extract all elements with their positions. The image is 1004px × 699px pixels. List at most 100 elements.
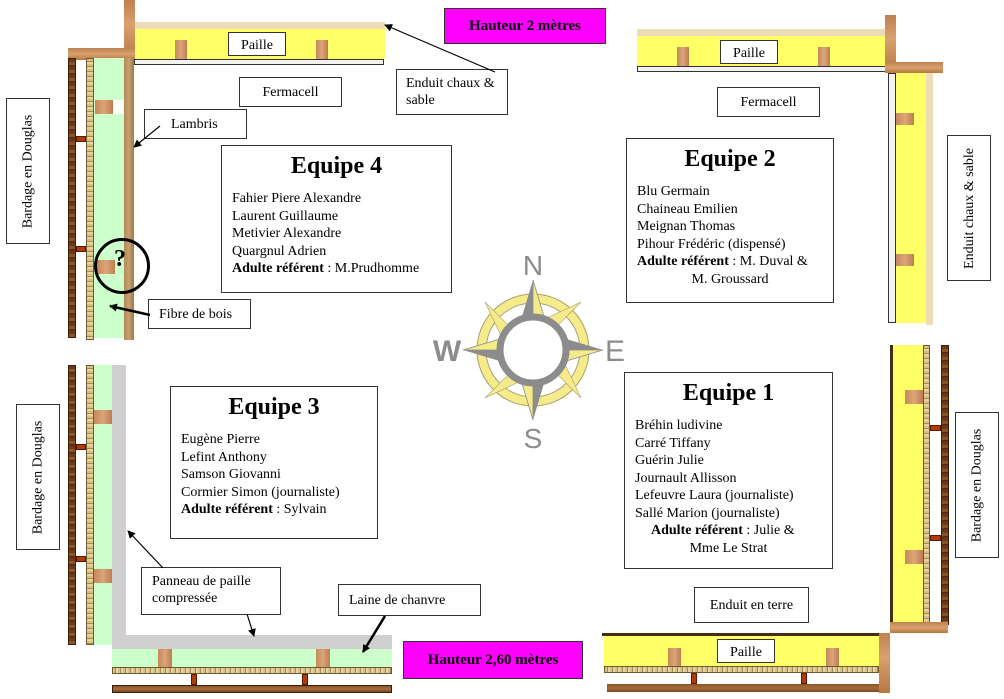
corner-beam — [68, 48, 135, 60]
team-member: Bréhin ludivine — [635, 418, 723, 433]
referent-name: : M.Prudhomme — [323, 261, 420, 276]
team-title: Equipe 2 — [684, 146, 776, 172]
label-lambris: Lambris — [144, 109, 247, 139]
team-member: Guérin Julie — [635, 453, 704, 468]
team-member: Pihour Frédéric (dispensé) — [637, 236, 786, 252]
team-member: Laurent Guillaume — [232, 208, 339, 224]
gap — [113, 100, 124, 114]
batten — [302, 674, 308, 685]
team-referent-cont: M. Groussard — [691, 271, 769, 287]
label-bardage-right: Bardage en Douglas — [955, 412, 999, 558]
plaster-layer — [637, 29, 885, 36]
earth-plaster-layer — [890, 345, 893, 625]
compass-north: N — [523, 250, 543, 281]
label-fermacell-right: Fermacell — [717, 87, 820, 117]
batten — [76, 246, 86, 252]
team-member: Chaineau Emilien — [637, 201, 738, 217]
team-member: Lefeuvre Laura (journaliste) — [635, 488, 794, 503]
corner-beam — [890, 622, 948, 633]
batten — [76, 136, 86, 142]
batten — [76, 444, 86, 450]
team-member: Eugène Pierre — [181, 432, 260, 447]
stud — [826, 648, 839, 666]
lambris-layer — [124, 58, 134, 340]
referent-label: Adulte référent — [651, 523, 743, 538]
stud — [95, 100, 113, 114]
team-member: Meignan Thomas — [637, 219, 736, 234]
compass-west: W — [433, 335, 462, 368]
referent-name: : M. Duval & — [728, 254, 808, 269]
team-member: Cormier Simon (journaliste) — [181, 484, 340, 500]
team-member: Blu Germain — [637, 184, 710, 199]
question-circle — [94, 238, 150, 294]
corner-post — [885, 15, 896, 73]
douglas-cladding — [68, 365, 76, 645]
label-paille: Paille — [717, 639, 775, 663]
douglas-cladding — [607, 684, 879, 692]
team-member: Quargnul Adrien — [232, 243, 327, 259]
wood-fibre-board — [86, 365, 94, 645]
batten — [191, 674, 197, 685]
wood-fibre-board — [604, 666, 879, 673]
stud — [818, 47, 830, 66]
team-member: Samson Giovanni — [181, 467, 281, 482]
referent-name: : Sylvain — [272, 502, 327, 517]
label-enduit-chaux-right: Enduit chaux & sable — [947, 135, 991, 281]
team-member: Carré Tiffany — [635, 435, 711, 451]
fermacell-layer — [888, 73, 896, 323]
stud — [94, 410, 112, 424]
arrow-lambris — [133, 125, 161, 148]
team-member: Sallé Marion (journaliste) — [635, 505, 780, 521]
corner-post — [879, 633, 890, 693]
team-box-equipe-3: Equipe 3 Eugène Pierre Lefint Anthony Sa… — [170, 386, 378, 539]
team-referent: Adulte référent : M.Prudhomme — [232, 260, 441, 278]
stud — [158, 649, 172, 667]
referent-label: Adulte référent — [232, 261, 324, 276]
stud — [905, 550, 923, 564]
team-referent: Adulte référent : Julie & — [635, 522, 822, 540]
stud — [175, 40, 187, 59]
stud — [896, 113, 914, 125]
height-badge-bottom: Hauteur 2,60 mètres — [403, 641, 583, 679]
fermacell-layer — [134, 59, 384, 65]
arrow-panneau-paille-bottom — [246, 613, 256, 637]
plaster-layer — [135, 22, 385, 29]
batten — [691, 673, 697, 684]
arrow-panneau-paille — [127, 530, 164, 569]
referent-name: : Julie & — [742, 523, 795, 538]
compass-east: E — [605, 335, 625, 368]
label-panneau-paille: Panneau de paille compressée — [141, 567, 281, 615]
label-fermacell-left: Fermacell — [239, 77, 342, 107]
douglas-cladding — [112, 685, 392, 693]
label-paille: Paille — [228, 32, 286, 56]
stud — [94, 569, 112, 583]
label-enduit-chaux-top: Enduit chaux & sable — [396, 69, 508, 115]
straw-panel-layer — [112, 635, 392, 649]
label-bardage-left-bottom: Bardage en Douglas — [16, 404, 60, 550]
team-title: Equipe 4 — [290, 153, 383, 179]
compass-inner-ring — [496, 313, 570, 387]
douglas-cladding — [68, 58, 76, 338]
team-referent-cont: Mme Le Strat — [689, 540, 768, 556]
team-box-equipe-2: Equipe 2 Blu Germain Chaineau Emilien Me… — [626, 138, 834, 303]
referent-label: Adulte référent — [637, 254, 729, 269]
label-paille: Paille — [720, 40, 778, 64]
arrow-fibre-de-bois — [109, 303, 151, 317]
team-box-equipe-4: Equipe 4 Fahier Piere Alexandre Laurent … — [221, 145, 452, 293]
plaster-layer — [926, 73, 933, 325]
arrow-enduit-chaux — [384, 24, 496, 73]
compass-south: S — [524, 423, 543, 454]
batten — [801, 673, 807, 684]
label-bardage-left-top: Bardage en Douglas — [6, 98, 50, 244]
team-member: Journault Allisson — [635, 470, 737, 486]
team-title: Equipe 1 — [682, 380, 775, 406]
team-title: Equipe 3 — [228, 394, 320, 420]
stud — [896, 254, 914, 266]
height-badge-top: Hauteur 2 mètres — [444, 8, 606, 44]
stud — [316, 649, 330, 667]
question-mark: ? — [114, 246, 126, 272]
compass-main-points — [462, 279, 604, 421]
wood-fibre-board — [86, 58, 94, 340]
earth-plaster-layer — [602, 633, 879, 636]
stud — [905, 390, 923, 404]
